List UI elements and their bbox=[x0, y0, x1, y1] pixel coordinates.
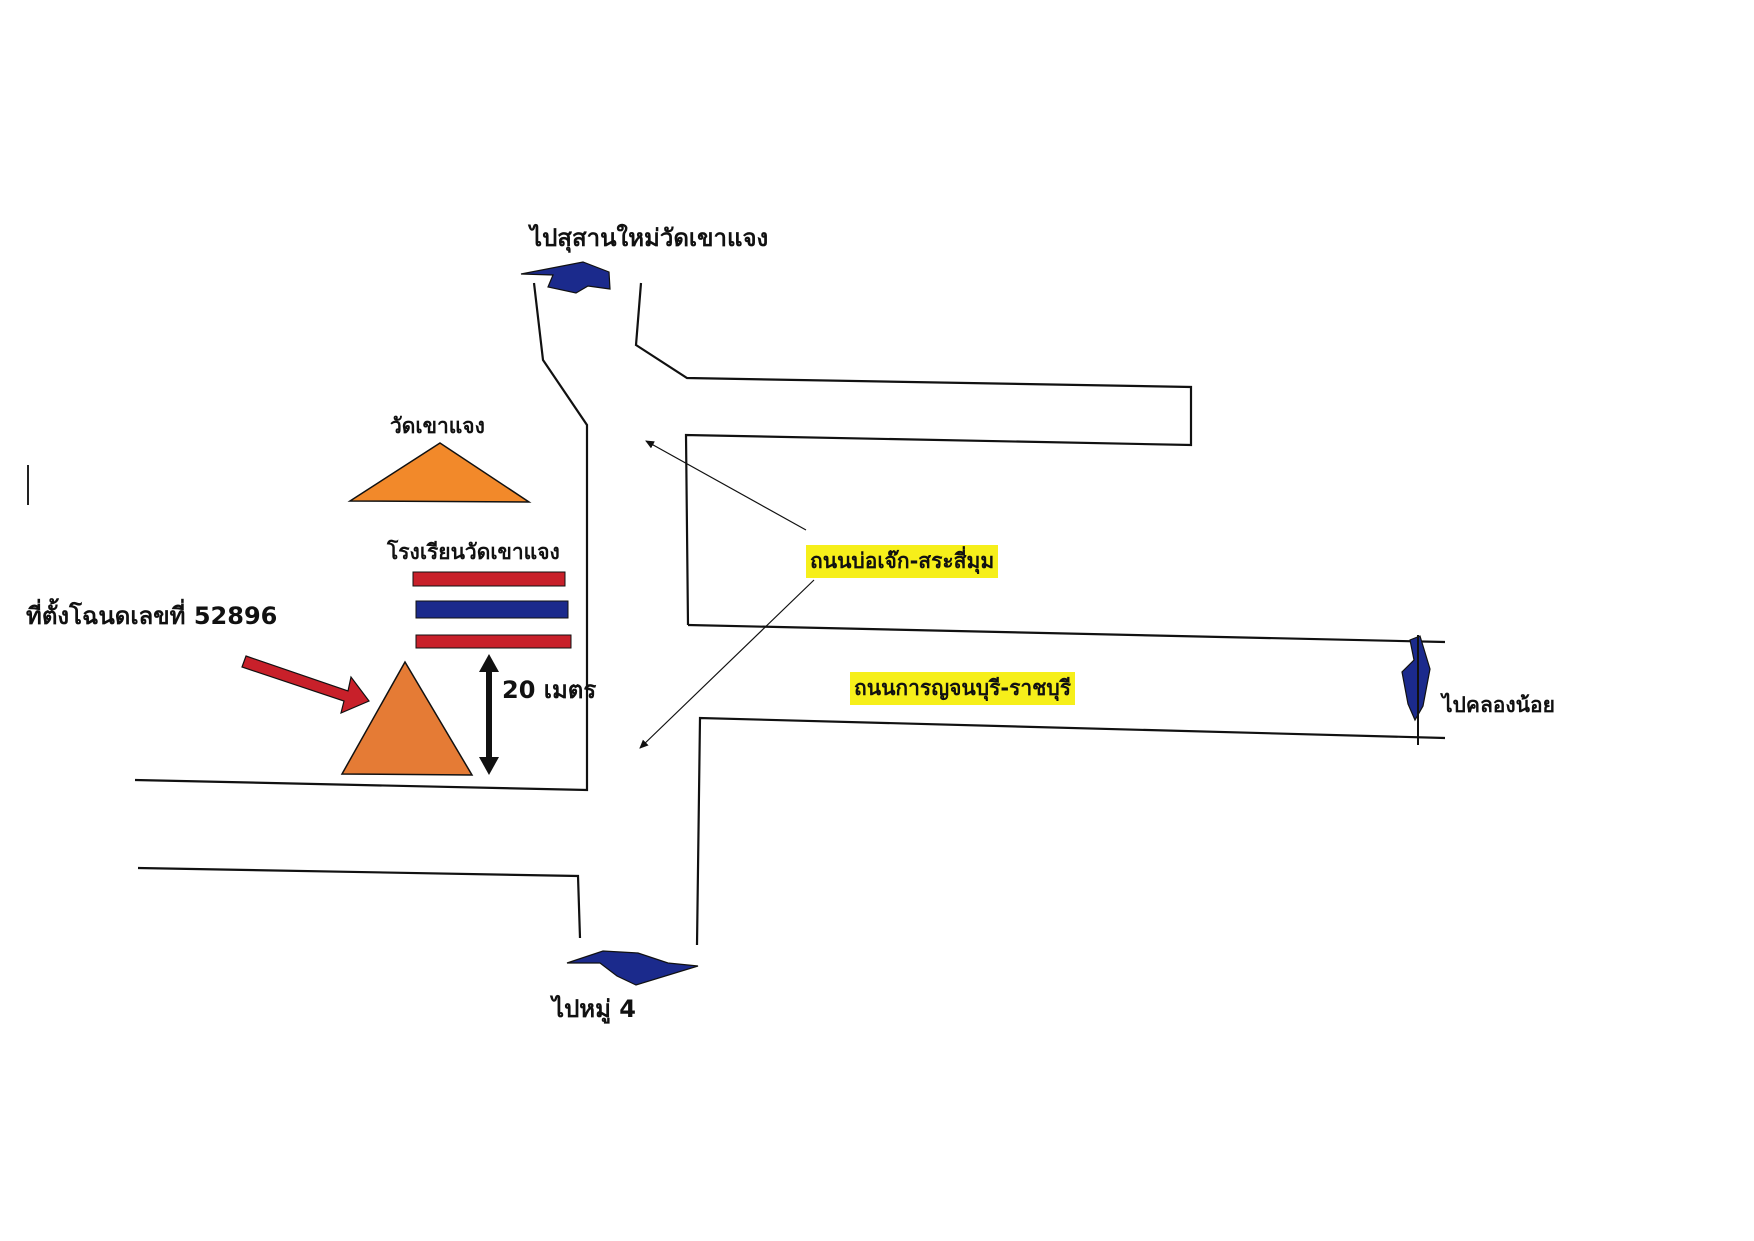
north-direction-arrow-icon bbox=[520, 261, 611, 294]
label-deed-location: ที่ตั้งโฉนดเลขที่ 52896 bbox=[26, 602, 278, 630]
flag-stripe-red-top bbox=[412, 571, 566, 587]
road-outlines bbox=[134, 282, 1446, 946]
label-temple: วัดเขาแจง bbox=[390, 414, 485, 438]
east-direction-arrow-icon bbox=[1401, 635, 1431, 722]
flag-stripe-red-bottom bbox=[415, 634, 572, 649]
road-edge-kanchanaburi-north bbox=[687, 623, 1446, 644]
label-distance: 20 เมตร bbox=[502, 676, 597, 704]
road-label-leader-down bbox=[639, 579, 815, 749]
road-edge-west-north bbox=[134, 282, 589, 792]
label-road-bo-jek: ถนนบ่อเจ๊ก-สระสี่มุม bbox=[806, 545, 999, 578]
label-to-new-cemetery: ไปสุสานใหม่วัดเขาแจง bbox=[530, 224, 769, 252]
deed-pointer-arrow-icon bbox=[241, 655, 370, 715]
road-label-leader-up bbox=[645, 440, 807, 531]
deed-plot-icon bbox=[340, 660, 474, 776]
label-to-khlong-noi: ไปคลองน้อย bbox=[1442, 693, 1555, 717]
flag-stripe-blue bbox=[415, 600, 569, 619]
road-edge-west-south bbox=[137, 866, 582, 939]
school-flag-icon bbox=[412, 571, 572, 649]
south-direction-arrow-icon bbox=[566, 950, 699, 986]
road-edge-kanchanaburi-south bbox=[695, 716, 1446, 946]
temple-icon bbox=[347, 442, 532, 503]
label-to-moo4: ไปหมู่ 4 bbox=[552, 995, 636, 1023]
distance-double-arrow-icon bbox=[479, 654, 499, 775]
label-road-kanchanaburi: ถนนการญจนบุรี-ราชบุรี bbox=[850, 672, 1076, 705]
label-school: โรงเรียนวัดเขาแจง bbox=[387, 540, 560, 564]
road-edge-east-north bbox=[634, 282, 1193, 626]
